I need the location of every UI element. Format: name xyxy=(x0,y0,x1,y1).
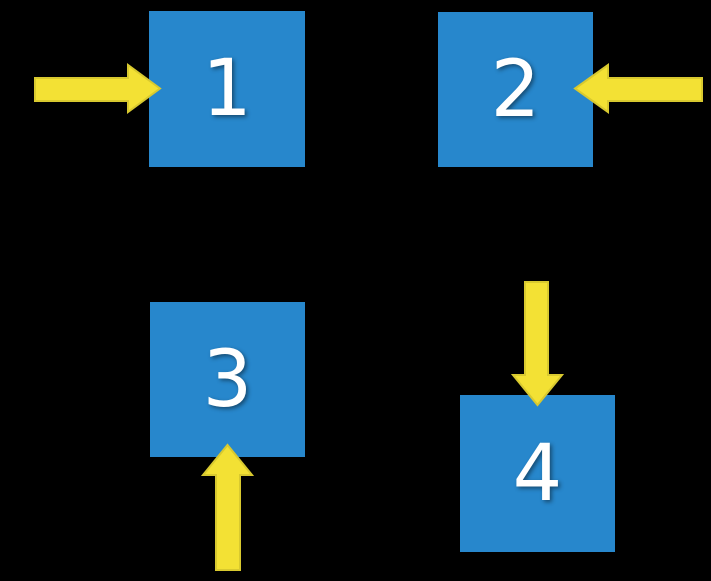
arrow-down-icon xyxy=(510,281,565,407)
square-2: 2 xyxy=(438,12,593,167)
square-3: 3 xyxy=(150,302,305,457)
square-4: 4 xyxy=(460,395,615,552)
arrow-left-icon xyxy=(573,63,703,114)
square-4-label: 4 xyxy=(512,428,563,519)
square-1-label: 1 xyxy=(202,44,252,134)
square-2-label: 2 xyxy=(490,44,541,135)
arrow-right-icon xyxy=(34,63,162,114)
square-1: 1 xyxy=(149,11,305,167)
square-3-label: 3 xyxy=(202,334,253,425)
arrow-up-icon xyxy=(200,443,255,571)
